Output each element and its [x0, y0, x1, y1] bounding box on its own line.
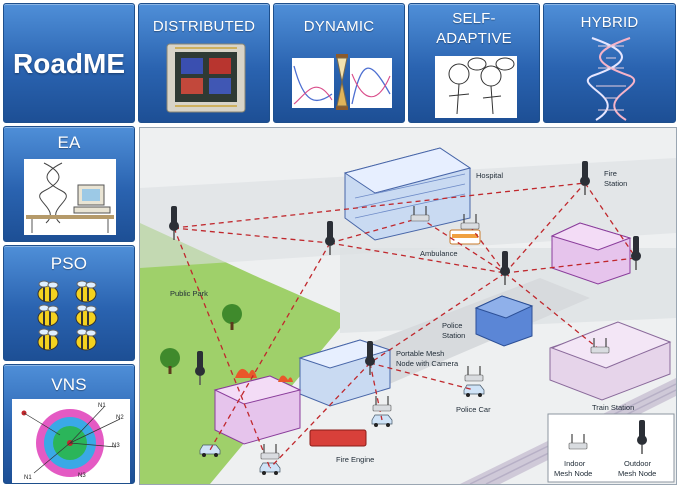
- pso-label: PSO: [50, 254, 88, 273]
- hospital-label: Hospital: [476, 171, 503, 180]
- vns-n2-label: N2: [116, 415, 124, 421]
- legend-outdoor-line1: Outdoor: [624, 459, 652, 468]
- police-station-label-line2: Station: [442, 331, 465, 340]
- dna-computer-icon: [24, 159, 116, 235]
- cpu-chip-icon: [166, 43, 246, 113]
- legend-indoor-line2: Mesh Node: [554, 469, 592, 478]
- portable-mesh-label-line2: Node with Camera: [396, 359, 459, 368]
- brand-tile: RoadME: [3, 3, 135, 123]
- legend-outdoor-line2: Mesh Node: [618, 469, 656, 478]
- vns-neighborhood-icon: N1 N2 N3 N3 N1: [12, 399, 130, 483]
- ambulance-label: Ambulance: [420, 249, 458, 258]
- brand-title: RoadME: [13, 48, 125, 79]
- hybrid-tile: HYBRID: [543, 3, 676, 123]
- mesh-network-map: Hospital Fire Station Ambulance Public P…: [139, 127, 677, 485]
- distributed-tile: DISTRIBUTED: [138, 3, 270, 123]
- fire-station-label-line1: Fire: [604, 169, 617, 178]
- vns-tile: VNS N1 N2 N3 N3 N1: [3, 364, 135, 484]
- train-station-building: [549, 321, 672, 401]
- self-adaptive-label-line2: ADAPTIVE: [436, 30, 512, 47]
- public-park-area: [140, 223, 340, 484]
- distributed-label: DISTRIBUTED: [152, 18, 256, 35]
- dynamic-tile: DYNAMIC: [273, 3, 405, 123]
- self-adaptive-label-line1: SELF-: [452, 10, 496, 27]
- vns-n1-label: N1: [98, 403, 106, 409]
- thinking-people-icon: [435, 56, 517, 118]
- burning-building: [213, 368, 302, 445]
- police-station-label-line1: Police: [442, 321, 462, 330]
- mesh-links: [173, 182, 637, 469]
- vns-n3b-label: N3: [78, 473, 86, 479]
- vns-label: VNS: [51, 375, 87, 394]
- ambulance-vehicle: [449, 229, 481, 245]
- fire-engine-vehicle: [309, 429, 367, 447]
- pso-tile: PSO: [3, 245, 135, 361]
- hourglass-icon: [336, 54, 348, 110]
- self-adaptive-tile: SELF- ADAPTIVE: [408, 3, 540, 123]
- police-car-label: Police Car: [456, 405, 491, 414]
- hybrid-label: HYBRID: [580, 14, 639, 31]
- ea-tile: EA: [3, 126, 135, 242]
- fire-engine-label: Fire Engine: [336, 455, 374, 464]
- vns-n3-label: N3: [112, 443, 120, 449]
- dynamic-graph-icon: [292, 54, 392, 110]
- fire-station-building: [550, 222, 632, 285]
- map-legend: Indoor Mesh Node Outdoor Mesh Node: [547, 413, 675, 483]
- vns-n1b-label: N1: [24, 475, 32, 481]
- train-station-label: Train Station: [592, 403, 634, 412]
- police-station-building: [474, 295, 534, 347]
- legend-indoor-line1: Indoor: [564, 459, 586, 468]
- dynamic-label: DYNAMIC: [303, 18, 375, 35]
- public-park-label: Public Park: [170, 289, 208, 298]
- bee-swarm-icon: [37, 280, 97, 351]
- dna-helix-icon: [586, 37, 636, 121]
- hospital-building: [343, 147, 472, 241]
- portable-mesh-label-line1: Portable Mesh: [396, 349, 444, 358]
- ea-label: EA: [57, 133, 81, 152]
- fire-station-label-line2: Station: [604, 179, 627, 188]
